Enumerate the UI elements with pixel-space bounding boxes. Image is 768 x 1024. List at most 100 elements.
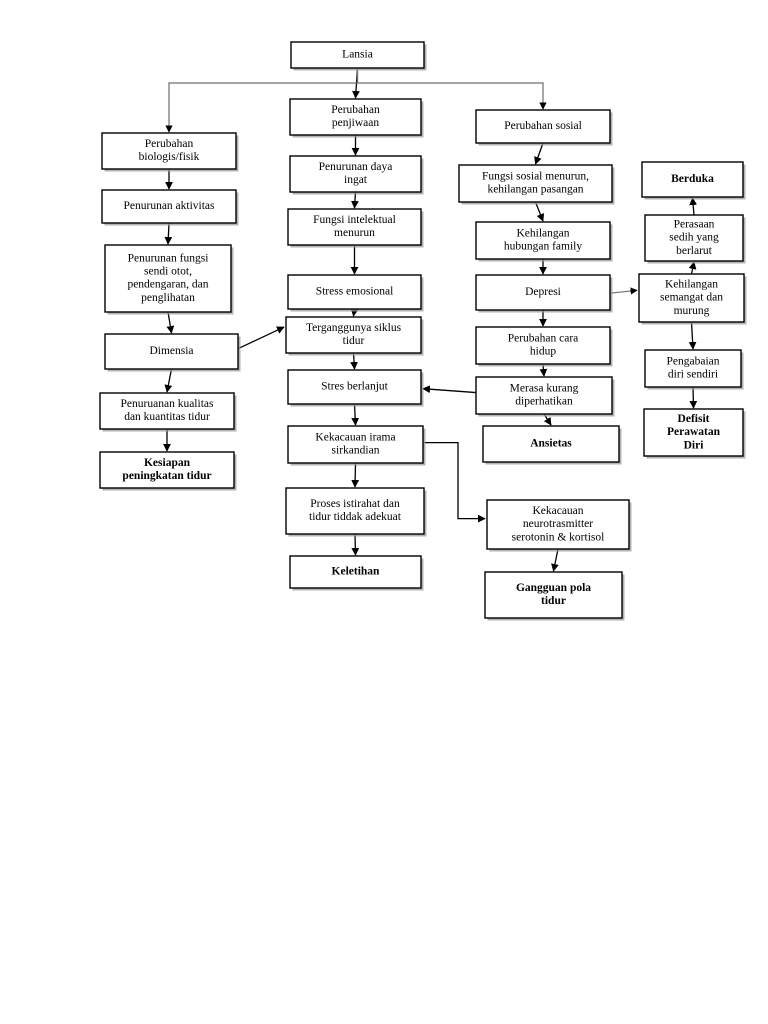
node-ansietas[interactable]: Ansietas	[482, 425, 622, 465]
node-label: Keletihan	[332, 566, 381, 578]
node-box[interactable]	[287, 208, 422, 246]
node-box[interactable]	[285, 316, 422, 354]
edge-dimensia-to-terganggunya_siklus	[237, 326, 285, 350]
node-label: berlarut	[676, 245, 713, 257]
node-box[interactable]	[482, 425, 620, 463]
node-label: Lansia	[342, 49, 373, 61]
node-label: Diri	[684, 439, 705, 451]
node-box[interactable]	[101, 189, 237, 224]
node-label: Kekacauan irama	[315, 432, 395, 444]
node-box[interactable]	[475, 326, 611, 365]
node-box[interactable]	[486, 499, 630, 550]
node-label: Kehilangan	[665, 278, 718, 290]
edge-fungsi_sosial-to-kehilangan_hubungan	[534, 201, 545, 222]
node-penurunan_aktivitas[interactable]: Penurunan aktivitas	[101, 189, 239, 226]
node-box[interactable]	[104, 333, 239, 370]
edge-layer	[163, 67, 698, 572]
node-box[interactable]	[644, 214, 744, 262]
node-label: dan kuantitas tidur	[124, 411, 210, 423]
node-box[interactable]	[458, 164, 613, 203]
node-box[interactable]	[644, 349, 742, 388]
node-label: Penurunan fungsi	[128, 252, 209, 264]
edge-kekacauan_neuro-to-gangguan_pola_tidur	[551, 548, 559, 572]
node-dimensia[interactable]: Dimensia	[104, 333, 241, 372]
node-fungsi_sosial[interactable]: Fungsi sosial menurun,kehilangan pasanga…	[458, 164, 615, 205]
node-box[interactable]	[641, 161, 744, 198]
node-box[interactable]	[287, 425, 424, 464]
node-label: Ansietas	[530, 438, 572, 450]
node-box[interactable]	[475, 376, 613, 415]
node-box[interactable]	[289, 98, 422, 136]
node-box[interactable]	[287, 274, 422, 310]
node-label: Perubahan	[331, 104, 380, 116]
node-box[interactable]	[475, 274, 611, 311]
node-label: serotonin & kortisol	[512, 531, 605, 543]
node-box[interactable]	[643, 408, 744, 457]
node-box[interactable]	[101, 132, 237, 170]
node-label: Stres berlanjut	[321, 381, 389, 393]
edge-proses_istirahat-to-keletihan	[351, 533, 360, 556]
node-stress_emosional[interactable]: Stress emosional	[287, 274, 424, 312]
node-label: sendi otot,	[144, 266, 192, 278]
node-box[interactable]	[638, 273, 745, 323]
node-box[interactable]	[475, 221, 611, 260]
node-berduka[interactable]: Berduka	[641, 161, 746, 200]
node-label: Perubahan sosial	[504, 120, 582, 132]
node-label: Stress emosional	[316, 286, 394, 298]
edge-perasaan_sedih-to-berduka	[689, 197, 698, 216]
node-label: Perawatan	[667, 426, 721, 438]
node-lansia[interactable]: Lansia	[290, 41, 427, 71]
edge-kehilangan_semangat-to-pengabaian_diri	[688, 321, 697, 350]
node-box[interactable]	[484, 571, 623, 619]
edge-penurunan_daya_ingat-to-fungsi_intelektual	[351, 191, 359, 209]
node-label: Depresi	[525, 286, 561, 298]
node-box[interactable]	[287, 369, 422, 405]
edge-penurunan_fungsi-to-dimensia	[166, 311, 175, 334]
node-box[interactable]	[104, 244, 232, 313]
node-stres_berlanjut[interactable]: Stres berlanjut	[287, 369, 424, 407]
node-box[interactable]	[289, 555, 422, 589]
edge-dimensia-to-penuruanan_kualitas	[164, 368, 173, 393]
edge-kekacauan_irama-to-kekacauan_neuro	[423, 442, 486, 523]
node-label: hubungan family	[504, 241, 582, 253]
node-label: Berduka	[671, 173, 714, 185]
node-box[interactable]	[290, 41, 425, 69]
node-label: Perasaan	[674, 218, 715, 230]
node-label: penglihatan	[141, 292, 195, 304]
node-box[interactable]	[99, 451, 235, 489]
node-depresi[interactable]: Depresi	[475, 274, 613, 313]
node-label: Penurunan daya	[319, 161, 393, 173]
node-keletihan[interactable]: Keletihan	[289, 555, 424, 591]
node-box[interactable]	[285, 487, 425, 535]
node-perubahan_sosial[interactable]: Perubahan sosial	[475, 109, 613, 146]
node-label: murung	[674, 305, 710, 317]
node-box[interactable]	[99, 392, 235, 430]
node-label: semangat dan	[660, 292, 723, 304]
node-box[interactable]	[289, 155, 422, 193]
node-label: Kekacauan	[532, 505, 583, 517]
node-box[interactable]	[475, 109, 611, 144]
node-label: Dimensia	[149, 345, 193, 357]
node-label: diri sendiri	[668, 369, 718, 381]
